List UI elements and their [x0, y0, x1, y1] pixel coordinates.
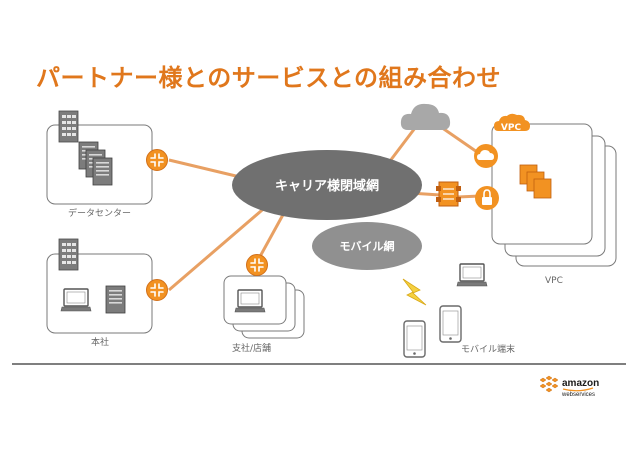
router-icon	[145, 278, 169, 302]
datacenter-node: データセンター	[46, 110, 169, 219]
mobile-device-label: モバイル端末	[461, 343, 515, 355]
carrier-label: キャリア様閉域網	[275, 178, 379, 194]
aws-logo: amazon webservices	[539, 375, 599, 398]
branch-label: 支社/店舗	[232, 342, 271, 354]
server-icon	[105, 285, 126, 314]
internet-gateway-icon	[474, 144, 498, 168]
vpn-gateway-icon	[475, 186, 499, 210]
router-icon	[245, 253, 269, 277]
datacenter-label: データセンター	[68, 207, 131, 219]
vpc-node: VPC VPC	[491, 113, 617, 286]
smartphone-icon	[403, 320, 426, 358]
page-title: パートナー様とのサービスとの組み合わせ	[36, 64, 502, 92]
direct-connect-icon	[436, 181, 461, 207]
mobile-devices-node: モバイル端末	[402, 263, 515, 358]
laptop-icon	[60, 288, 92, 312]
carrier-network-cloud: キャリア様閉域網	[232, 150, 422, 220]
instances-icon	[519, 164, 552, 199]
branch-node: 支社/店舗	[223, 253, 305, 354]
honsha-node: 本社	[46, 238, 169, 348]
laptop-icon	[456, 263, 488, 287]
smartphone-icon	[439, 305, 462, 343]
building-icon	[58, 110, 79, 143]
vpc-cloud-icon	[494, 113, 530, 131]
mobile-network-cloud: モバイル網	[312, 222, 422, 270]
aws-logo-line2: webservices	[561, 392, 595, 398]
internet-cloud-icon	[400, 103, 451, 130]
wireless-signal-icon	[402, 278, 427, 306]
vpc-label: VPC	[545, 276, 563, 286]
building-icon	[58, 238, 79, 271]
mobile-net-label: モバイル網	[340, 239, 395, 253]
aws-logo-line1: amazon	[562, 378, 599, 389]
router-icon	[145, 148, 169, 172]
laptop-icon	[234, 289, 266, 313]
honsha-label: 本社	[91, 336, 109, 348]
vpc-badge: VPC	[501, 123, 522, 133]
